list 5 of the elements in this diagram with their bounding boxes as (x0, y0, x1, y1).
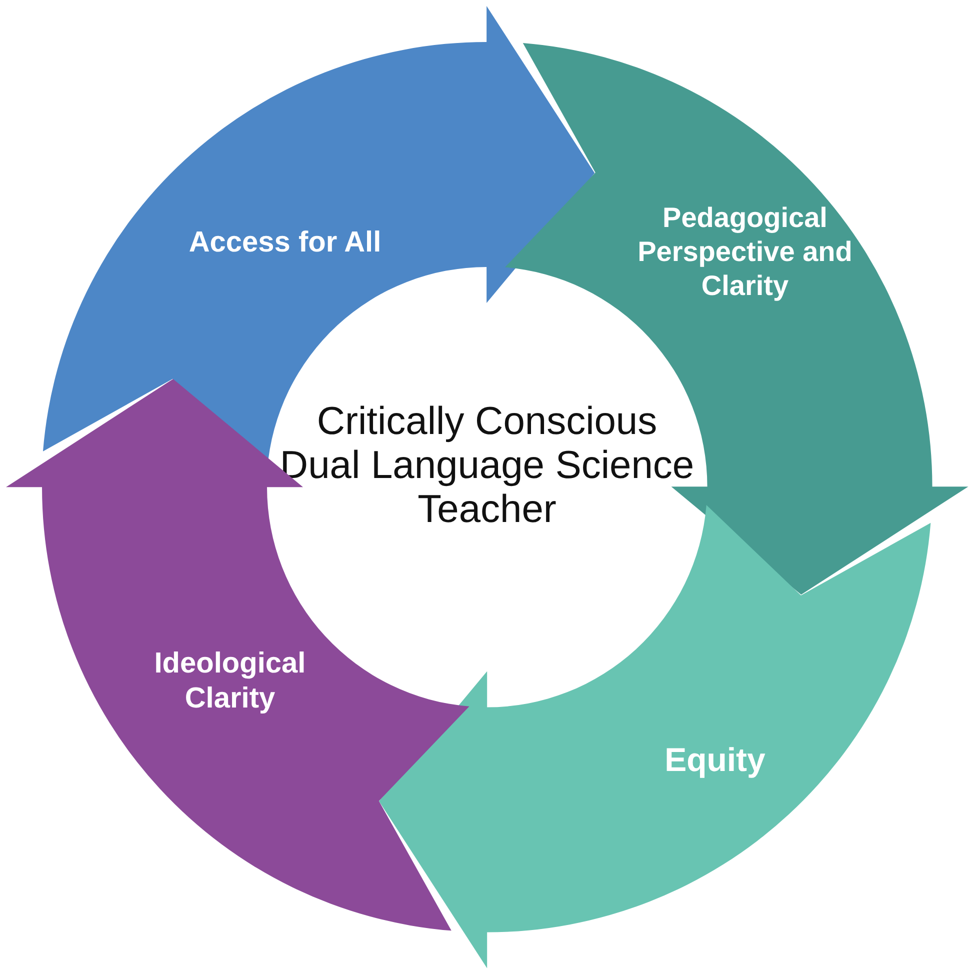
segment-label: Ideological Clarity (153, 646, 307, 717)
segment-label: Equity (664, 740, 766, 780)
segment-label: Pedagogical Perspective and Clarity (636, 200, 854, 304)
center-title: Critically Conscious Dual Language Science Teacher (277, 400, 697, 532)
segment-label: Access for All (188, 225, 382, 260)
